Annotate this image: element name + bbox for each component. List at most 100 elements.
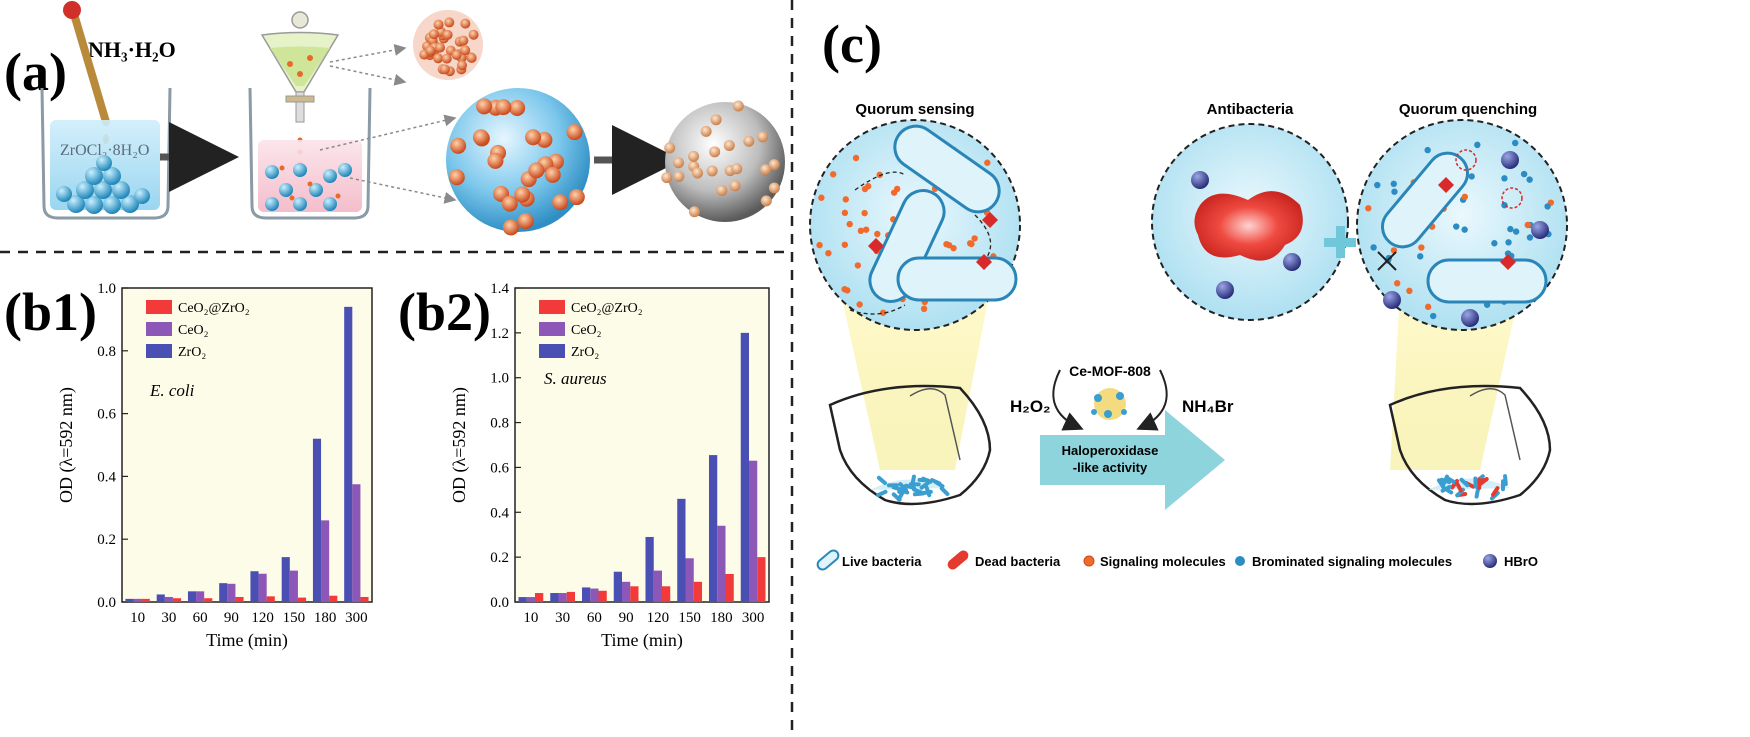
arrow-label-line2: -like activity	[1073, 460, 1148, 475]
x-axis-label: Time (min)	[206, 630, 288, 651]
signaling-molecule	[816, 241, 823, 249]
bar-ceo2	[621, 581, 631, 602]
ceo2-particle	[457, 60, 468, 71]
panel-b1-label: (b1)	[4, 282, 97, 342]
x-tick-label: 30	[555, 610, 570, 626]
legend-hbro: HBrO	[1504, 554, 1538, 569]
y-tick-label: 0.8	[490, 416, 509, 432]
brominated-signaling-molecule	[1417, 253, 1424, 260]
callout-arrow-4	[349, 177, 457, 204]
signaling-molecule	[818, 194, 825, 201]
cup-bacterium	[1473, 476, 1478, 489]
zoom-quorum-quenching	[1356, 119, 1568, 331]
bar-zro2	[281, 557, 290, 602]
brominated-signaling-molecule	[1374, 181, 1381, 189]
ceo2-particle	[428, 29, 439, 40]
bar-ceo2	[748, 460, 758, 602]
y-tick-label: 0.6	[97, 407, 116, 423]
y-tick-label: 0.0	[490, 595, 509, 611]
ceo2-particle	[468, 29, 479, 40]
bar-ceo2-zro2	[235, 596, 244, 602]
dead-bacterium	[1194, 191, 1303, 261]
ceo2-particle	[509, 99, 526, 116]
cup-bacterium	[939, 486, 950, 497]
live-bacterium	[1381, 151, 1469, 249]
bar-zro2	[156, 594, 165, 602]
legend-swatch	[146, 344, 172, 358]
signaling-molecule	[865, 183, 872, 190]
cup-bacterium	[919, 480, 931, 490]
legend-label: ZrO₂	[571, 345, 599, 360]
y-tick-label: 0.6	[490, 460, 509, 476]
legend-swatch	[146, 322, 172, 336]
ceo2-particle	[688, 206, 700, 218]
signaling-molecule	[950, 244, 957, 252]
brominated-signaling-molecule	[1526, 234, 1534, 241]
cup-bacterium	[1446, 476, 1458, 485]
legend-label: CeO₂	[178, 323, 209, 338]
x-tick-label: 120	[251, 610, 274, 626]
panel-a: (a) NH₃·H₂O ZrOCl₂·8H₂O	[4, 1, 785, 236]
ceo2-cluster	[413, 10, 483, 80]
ceo2-particle	[433, 53, 444, 64]
light-cone-right	[1390, 290, 1520, 470]
signaling-molecule	[862, 226, 870, 233]
bar-ceo2	[227, 583, 236, 602]
reaction-arrow	[1040, 410, 1225, 510]
cup-bacterium	[896, 490, 905, 502]
separatory-funnel-icon	[260, 11, 340, 167]
y-tick-label: 1.2	[490, 326, 509, 342]
cup-bacterium	[910, 474, 916, 487]
ceo2-particle	[487, 152, 504, 169]
ceo2-particle	[661, 172, 673, 184]
bar-ceo2-zro2	[630, 586, 639, 602]
y-tick-label: 0.0	[97, 595, 116, 611]
x-tick-label: 120	[647, 610, 670, 626]
y-axis-label: OD (λ=592 nm)	[449, 387, 470, 503]
x-tick-label: 300	[345, 610, 368, 626]
bar-zro2	[219, 583, 228, 602]
culture-cup-right	[1388, 384, 1552, 506]
ceo2-particle	[729, 180, 741, 192]
legend-panel-c: Live bacteria Dead bacteria Signaling mo…	[816, 549, 1538, 571]
ceo2-particle	[525, 129, 542, 146]
signaling-molecule	[854, 262, 862, 269]
signaling-molecule	[846, 220, 853, 228]
legend-label: CeO₂@ZrO₂	[571, 301, 643, 316]
ceo2-particle	[514, 186, 531, 203]
signaling-molecule	[1418, 244, 1425, 251]
signaling-molecule	[971, 235, 978, 242]
ceo2-particle	[448, 169, 465, 186]
panel-b2-label: (b2)	[398, 282, 491, 342]
cup-bacterium	[1478, 477, 1489, 486]
ceo2-particle	[451, 49, 462, 60]
signaling-molecule	[874, 230, 881, 238]
cup-bacterium	[1440, 484, 1452, 493]
brominated-signaling-molecule	[1430, 312, 1437, 320]
ceo2-particle	[439, 64, 450, 75]
bar-ceo2-zro2	[693, 581, 703, 602]
bar-ceo2-zro2	[662, 586, 671, 602]
brominated-signaling-molecule	[1526, 176, 1533, 183]
ceo2-particle	[460, 45, 471, 56]
x-tick-label: 180	[314, 610, 337, 626]
live-bacterium	[868, 189, 946, 303]
x-tick-label: 90	[224, 610, 239, 626]
brominated-signaling-molecule	[1501, 175, 1508, 182]
ceo2-particle	[691, 167, 703, 179]
brominated-signaling-icon	[1235, 556, 1245, 566]
x-axis-label: Time (min)	[601, 630, 683, 651]
signaling-molecule	[857, 227, 865, 235]
bar-ceo2	[258, 573, 267, 602]
signaling-molecule	[841, 241, 849, 248]
bar-zro2	[550, 593, 559, 602]
y-tick-label: 0.2	[97, 532, 116, 548]
ceo2-particle	[458, 35, 469, 46]
coated-sphere	[446, 88, 590, 236]
bar-ceo2	[196, 591, 205, 602]
ceo2-particle	[434, 42, 445, 53]
signaling-molecule	[920, 305, 928, 313]
legend-live-bacteria: Live bacteria	[842, 554, 922, 569]
ceo2-particle	[700, 125, 712, 137]
ceo2-particle	[472, 129, 489, 146]
